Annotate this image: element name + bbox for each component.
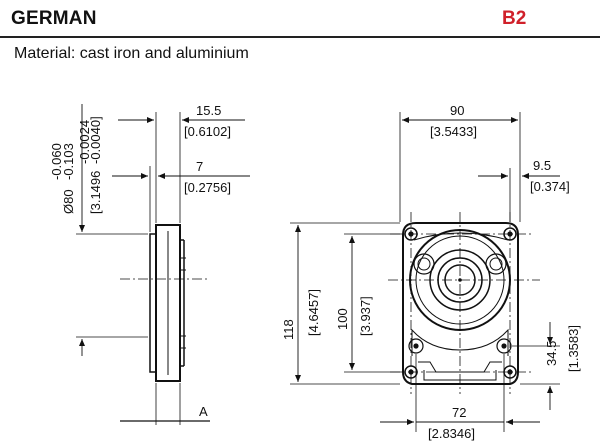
dim-118-inch: [4.6457]: [306, 289, 321, 336]
dia-in-tol-upper: -0.0024: [77, 120, 92, 164]
front-dims: [290, 112, 560, 432]
dim-72-inch: [2.8346]: [428, 426, 475, 441]
diameter-inch-label: [3.1496 -0.0024 -0.0040]: [77, 116, 103, 214]
header: GERMAN B2: [0, 0, 600, 40]
dim-15-5-inch: [0.6102]: [184, 124, 231, 139]
dim-100-label: 100: [335, 308, 350, 330]
outer-plate: [402, 222, 519, 385]
dim-72-label: 72: [452, 405, 466, 420]
material-note: Material: cast iron and aluminium: [14, 45, 249, 62]
dim-118-label: 118: [281, 319, 296, 340]
code-badge: B2: [502, 8, 527, 29]
dim-100-inch: [3.937]: [358, 296, 373, 336]
dim-15-5-label: 15.5: [196, 103, 221, 118]
dim-34-5-label: 34.5: [544, 341, 559, 366]
dim-9-5-label: 9.5: [533, 158, 551, 173]
diameter-label: Ø80 -0.060 -0.103: [49, 143, 76, 214]
dim-90-inch: [3.5433]: [430, 124, 477, 139]
hole-centres: [408, 231, 513, 375]
dim-34-5-inch: [1.3583]: [566, 325, 581, 372]
dia-in-main: [3.1496: [88, 171, 103, 214]
dia-in-tol-lower: -0.0040]: [88, 116, 103, 164]
side-view: [76, 104, 250, 425]
dim-7-inch: [0.2756]: [184, 180, 231, 195]
datum-a-label: A: [199, 404, 208, 419]
dim-9-5-inch: [0.374]: [530, 179, 570, 194]
header-rule: [0, 36, 600, 38]
front-view: [402, 222, 519, 385]
dia-main: Ø80: [61, 189, 76, 214]
page-title: GERMAN: [11, 8, 97, 29]
dim-7-label: 7: [196, 159, 203, 174]
dim-90-label: 90: [450, 103, 464, 118]
dia-tol-upper: -0.060: [49, 143, 64, 180]
pilot-step: [149, 233, 157, 373]
dia-tol-lower: -0.103: [61, 143, 76, 180]
